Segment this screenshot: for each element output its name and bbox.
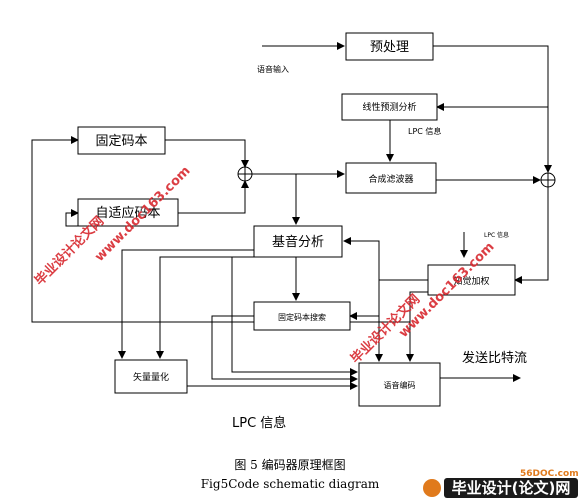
- figure-caption-en: Fig5Code schematic diagram: [201, 477, 380, 491]
- figure-caption-cn: 图 5 编码器原理框图: [234, 457, 345, 472]
- block-speech-coding: 语音编码: [358, 362, 441, 407]
- block-speech-coding-label: 语音编码: [384, 380, 416, 390]
- block-fixed-codebook: 固定码本: [77, 126, 166, 155]
- lpc-info-small-label: LPC 信息: [484, 231, 509, 239]
- send-bitstream-label: 发送比特流: [462, 350, 527, 366]
- block-vector-quantization: 矢量量化: [114, 359, 188, 394]
- lpc-info-right-label: LPC 信息: [408, 126, 441, 136]
- block-preprocess-label: 预处理: [370, 40, 409, 55]
- watermark-right: 毕业设计论文网 www.doc163.com: [348, 239, 498, 366]
- summing-junction-left: [237, 166, 253, 182]
- block-fixed-codebook-label: 固定码本: [95, 134, 147, 149]
- block-fixed-codebook-search: 固定码本搜索: [253, 301, 351, 331]
- site-logo-domain: 56DOC.com: [520, 469, 579, 479]
- block-pitch-analysis-label: 基音分析: [272, 234, 324, 250]
- site-logo-name: 毕业设计(论文)网: [452, 479, 571, 497]
- speech-input-label: 语音输入: [257, 64, 289, 74]
- block-lpc-analysis-label: 线性预测分析: [362, 101, 416, 113]
- block-synthesis-filter-label: 合成滤波器: [368, 173, 413, 185]
- block-lpc-analysis: 线性预测分析: [341, 93, 438, 121]
- block-perceptual-weighting: 知觉加权: [427, 264, 516, 296]
- block-pitch-analysis: 基音分析: [253, 225, 343, 258]
- block-perceptual-weighting-label: 知觉加权: [453, 275, 489, 287]
- block-adaptive-codebook: 自适应码本: [77, 198, 179, 227]
- block-preprocess: 预处理: [345, 32, 434, 61]
- block-adaptive-codebook-label: 自适应码本: [95, 205, 160, 221]
- block-synthesis-filter: 合成滤波器: [345, 162, 437, 194]
- connection-lines: [31, 42, 552, 390]
- block-vector-quantization-label: 矢量量化: [133, 371, 169, 383]
- lpc-info-bottom-label: LPC 信息: [232, 415, 286, 431]
- block-fixed-codebook-search-label: 固定码本搜索: [278, 312, 326, 322]
- summing-junction-right: [540, 172, 556, 188]
- logo-badge-icon: [423, 479, 441, 497]
- site-logo: 56DOC.com 毕业设计(论文)网: [423, 469, 579, 498]
